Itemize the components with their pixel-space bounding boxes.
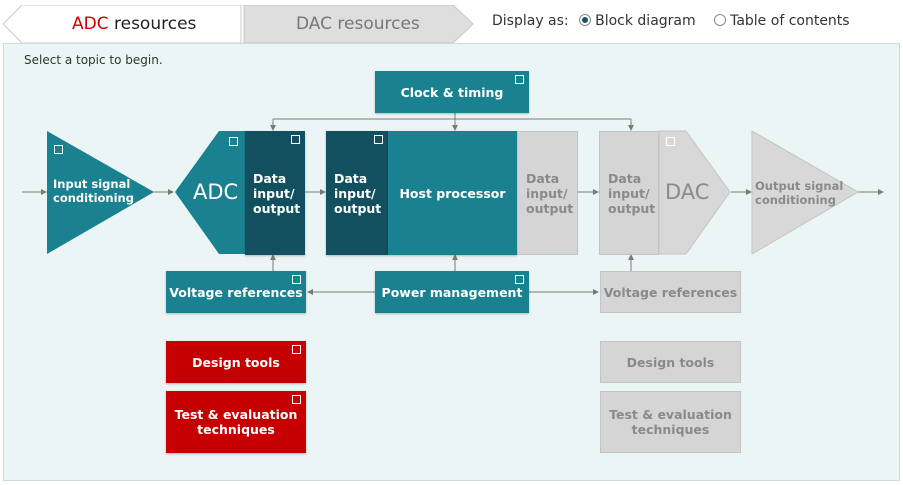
- block-diagram-radio[interactable]: [579, 14, 592, 26]
- input-conditioning-shape[interactable]: [47, 131, 154, 254]
- design-tools-right-block: Design tools: [600, 341, 741, 383]
- resource-icon: [292, 275, 302, 285]
- table-of-contents-label[interactable]: Table of contents: [730, 13, 850, 29]
- test-evaluation-left-block[interactable]: Test & evaluation techniques: [166, 391, 306, 453]
- host-data-io-block[interactable]: Data input/ output: [326, 131, 388, 255]
- block-diagram-label[interactable]: Block diagram: [595, 13, 696, 29]
- voltage-references-right-label: Voltage references: [603, 284, 738, 300]
- design-tools-left-block[interactable]: Design tools: [166, 341, 306, 383]
- output-conditioning-shape: [751, 130, 859, 255]
- tab-dac-label: DAC resources: [296, 14, 420, 34]
- power-management-label: Power management: [381, 284, 523, 300]
- dac-label: DAC: [665, 180, 710, 204]
- instruction-text: Select a topic to begin.: [24, 53, 163, 67]
- resource-icon: [291, 135, 301, 145]
- host-data-io-label: Data input/ output: [334, 170, 382, 216]
- resource-icon: [292, 345, 302, 355]
- display-as-label: Display as:: [492, 13, 569, 29]
- power-management-block[interactable]: Power management: [375, 271, 529, 313]
- output-conditioning-label: Output signal conditioning: [755, 179, 844, 207]
- tab-adc-resources[interactable]: ADC resources: [0, 5, 245, 43]
- table-of-contents-radio[interactable]: [714, 14, 727, 26]
- host-processor-label: Host processor: [399, 185, 506, 201]
- host-data-io-right-label: Data input/ output: [526, 170, 574, 216]
- design-tools-right-label: Design tools: [626, 354, 715, 370]
- clock-timing-block[interactable]: Clock & timing: [375, 71, 529, 113]
- dac-data-io-label: Data input/ output: [608, 170, 656, 216]
- tab-dac-resources[interactable]: DAC resources: [243, 5, 478, 43]
- resource-icon: [515, 275, 525, 285]
- test-evaluation-right-block: Test & evaluation techniques: [600, 391, 741, 453]
- resource-icon: [292, 395, 302, 405]
- voltage-references-left-block[interactable]: Voltage references: [166, 271, 306, 313]
- voltage-references-left-label: Voltage references: [169, 284, 303, 300]
- resource-icon: [374, 135, 384, 145]
- design-tools-left-label: Design tools: [192, 354, 280, 370]
- host-data-io-right-block: Data input/ output: [517, 131, 578, 255]
- display-mode-selector: Display as: Block diagram Table of conte…: [492, 13, 858, 29]
- adc-shape[interactable]: [175, 131, 245, 254]
- tab-adc-label: ADC resources: [72, 14, 197, 34]
- test-evaluation-right-label: Test & evaluation techniques: [609, 407, 732, 437]
- voltage-references-right-block: Voltage references: [600, 271, 741, 313]
- dac-data-io-block: Data input/ output: [599, 131, 659, 255]
- input-conditioning-label: Input signal conditioning: [53, 177, 134, 205]
- block-diagram-panel: [3, 43, 900, 481]
- adc-data-io-label: Data input/ output: [253, 170, 301, 216]
- adc-data-io-block[interactable]: Data input/ output: [245, 131, 305, 255]
- resource-icon: [515, 75, 525, 85]
- test-evaluation-left-label: Test & evaluation techniques: [174, 407, 298, 437]
- clock-timing-label: Clock & timing: [400, 84, 504, 100]
- adc-label: ADC: [193, 180, 239, 204]
- dac-shape: [658, 130, 731, 255]
- host-processor-block[interactable]: Host processor: [388, 131, 517, 255]
